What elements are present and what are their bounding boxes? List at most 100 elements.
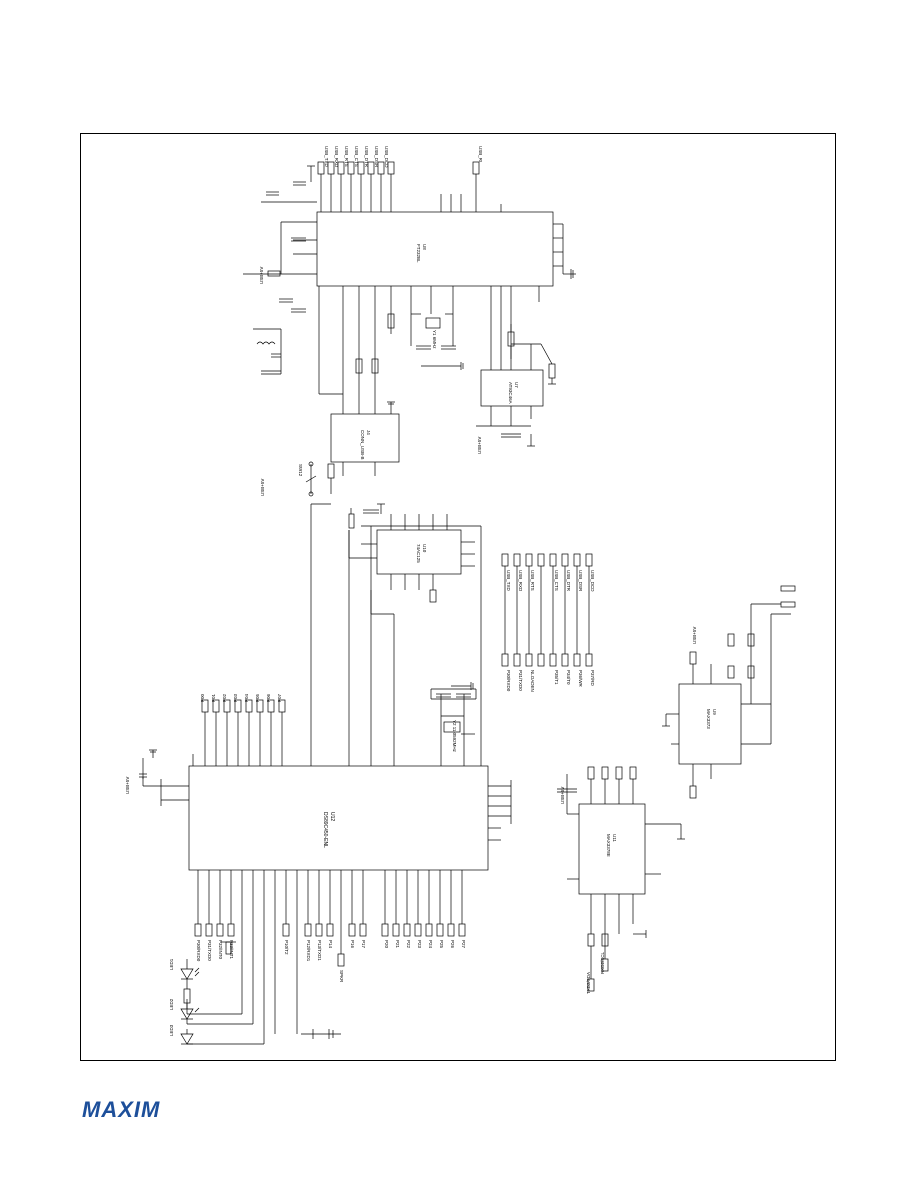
maxim-logo-text: MAXIM bbox=[82, 1098, 160, 1120]
net-usb-rts: USB_RTS bbox=[344, 146, 349, 167]
u8-pins bbox=[317, 161, 540, 359]
p2-0: P20 bbox=[384, 940, 389, 949]
jumper-net-2: USB_RXD bbox=[518, 570, 523, 592]
maxim-logo: MAXIM bbox=[82, 1098, 160, 1120]
u10-part: 74AC125 bbox=[416, 544, 421, 563]
u11-pins bbox=[557, 766, 685, 947]
p1-7: P17 bbox=[361, 940, 366, 949]
jumper-net-3: USB_RTS bbox=[530, 570, 535, 591]
net-usb-txd: USB_TXD bbox=[324, 146, 329, 168]
u12-top-signal-pins bbox=[310, 504, 465, 766]
supply-label-1: USB+5V bbox=[259, 267, 264, 284]
misc-rxd2: RXD2/SCL bbox=[600, 951, 605, 974]
net-usb-dsr: USB_DSR bbox=[374, 146, 379, 168]
p3-2: P32/INT0 bbox=[218, 940, 223, 960]
net-usb-dcd: USB_DCD bbox=[384, 146, 389, 168]
led2-label: LED2 bbox=[169, 998, 174, 1010]
y1-crystal-network bbox=[410, 313, 464, 370]
u12-part: DS89C450-ENL bbox=[322, 812, 328, 848]
p3-1: P31/TXD0 bbox=[207, 940, 212, 961]
u12-bottom-pins bbox=[197, 870, 463, 1034]
u12-body bbox=[188, 765, 489, 871]
jumper-bottom-7: P37/RD bbox=[590, 670, 595, 687]
j4-pins bbox=[342, 390, 395, 476]
p2-3: P23 bbox=[417, 940, 422, 949]
jumper-bottom-2: P31/TXD0 bbox=[518, 670, 523, 691]
j4-part: CONN_USB-B bbox=[360, 430, 365, 460]
p0-3: P03 bbox=[233, 693, 238, 702]
p2-7: P27 bbox=[461, 940, 466, 949]
p0-6: P06 bbox=[266, 693, 271, 702]
p1-0: P10/T2 bbox=[284, 940, 289, 955]
switch-ref: SW12 bbox=[298, 464, 303, 477]
u9-pins bbox=[662, 651, 771, 799]
jumper-bank bbox=[501, 553, 593, 667]
u9-part: MAX3373 bbox=[706, 709, 711, 729]
jumper-net-6: USB_DSR bbox=[578, 570, 583, 592]
p2-1: P21 bbox=[395, 940, 400, 949]
u7-part: AT93C46A bbox=[508, 382, 513, 404]
j4-body bbox=[330, 413, 400, 463]
p2-5: P25 bbox=[439, 940, 444, 949]
net-usb-ri: USB_RI bbox=[478, 146, 483, 162]
p1-4: P14 bbox=[328, 940, 333, 949]
u11-ref: U11 bbox=[612, 834, 617, 842]
y1-label: Y1 6MHz bbox=[432, 330, 437, 349]
net-usb-cts: USB_CTS bbox=[354, 146, 359, 167]
schematic-diagram: U12 DS89C450-ENL bbox=[125, 146, 796, 1045]
p1-2: P12/RXD1 bbox=[306, 940, 311, 962]
u8-body bbox=[316, 211, 554, 287]
jumper-net-7: USB_DCD bbox=[590, 570, 595, 592]
p0-7: P07 bbox=[277, 693, 282, 702]
misc-txd2: TXD2/SDA bbox=[586, 972, 591, 994]
net-usb-dtr: USB_DTR bbox=[364, 146, 369, 168]
led-circuit-1 bbox=[180, 959, 242, 1015]
u8-part: FT232BL bbox=[416, 244, 421, 263]
j4-ref: J4 bbox=[366, 430, 371, 435]
u12-ref: U12 bbox=[329, 812, 335, 821]
y2-crystal-network bbox=[430, 682, 477, 734]
p0-5: P05 bbox=[255, 693, 260, 702]
supply-label-6: USB+5V bbox=[692, 627, 697, 644]
p0-2: P02 bbox=[222, 693, 227, 702]
jumper-bottom-5: P34/T0 bbox=[566, 670, 571, 685]
p1-6: P16 bbox=[350, 940, 355, 949]
u7-body bbox=[480, 369, 544, 407]
p0-4: P04 bbox=[244, 693, 249, 702]
schematic-labels: U8 FT232BL U7 AT93C46A U10 74AC125 J4 CO… bbox=[125, 146, 717, 1036]
supply-label-2: USB+5V bbox=[260, 479, 265, 496]
y2-label: Y2 11.0592MHz bbox=[452, 720, 457, 753]
p2-2: P22 bbox=[406, 940, 411, 949]
led-circuit-2 bbox=[180, 999, 253, 1025]
u7-pins bbox=[490, 344, 532, 426]
p2-6: P26 bbox=[450, 940, 455, 949]
misc-spkr: SPKR bbox=[339, 970, 344, 983]
schematic-sheet: U12 DS89C450-ENL bbox=[80, 133, 836, 1061]
supply-label-4: USB+5V bbox=[125, 777, 130, 794]
u11-part: MAX3378E bbox=[606, 834, 611, 857]
u8-decoupling bbox=[243, 165, 317, 375]
jumper-net-1: USB_TXD bbox=[506, 570, 511, 592]
u10-pins bbox=[349, 514, 475, 603]
supply-label-3: USB+5V bbox=[477, 437, 482, 454]
jumper-bottom-4: P35/T1 bbox=[554, 670, 559, 685]
jumper-bottom-3: NLOADEN bbox=[530, 670, 535, 692]
p3-0: P30/RXD0 bbox=[196, 940, 201, 962]
p0-0: P00 bbox=[200, 693, 205, 702]
led1-label: LED1 bbox=[169, 958, 174, 970]
u9-ref: U9 bbox=[712, 709, 717, 715]
p1-3: P13/TXD1 bbox=[317, 940, 322, 961]
led-circuit-3 bbox=[180, 1029, 265, 1045]
p0-1: P01 bbox=[211, 693, 216, 702]
u12-port0-pins bbox=[192, 699, 286, 766]
u11-body bbox=[578, 803, 646, 895]
u12-right-pins bbox=[488, 780, 512, 841]
p3-3: P33/INT1 bbox=[229, 940, 234, 960]
u7-ref: U7 bbox=[514, 382, 519, 388]
u10-ref: U10 bbox=[422, 544, 427, 553]
u12-bottom-connectors bbox=[194, 923, 466, 967]
u8-ref: U8 bbox=[422, 244, 427, 250]
u9-body bbox=[678, 683, 742, 765]
led3-label: LED3 bbox=[169, 1024, 174, 1036]
jumper-net-5: USB_DTR bbox=[566, 570, 571, 592]
